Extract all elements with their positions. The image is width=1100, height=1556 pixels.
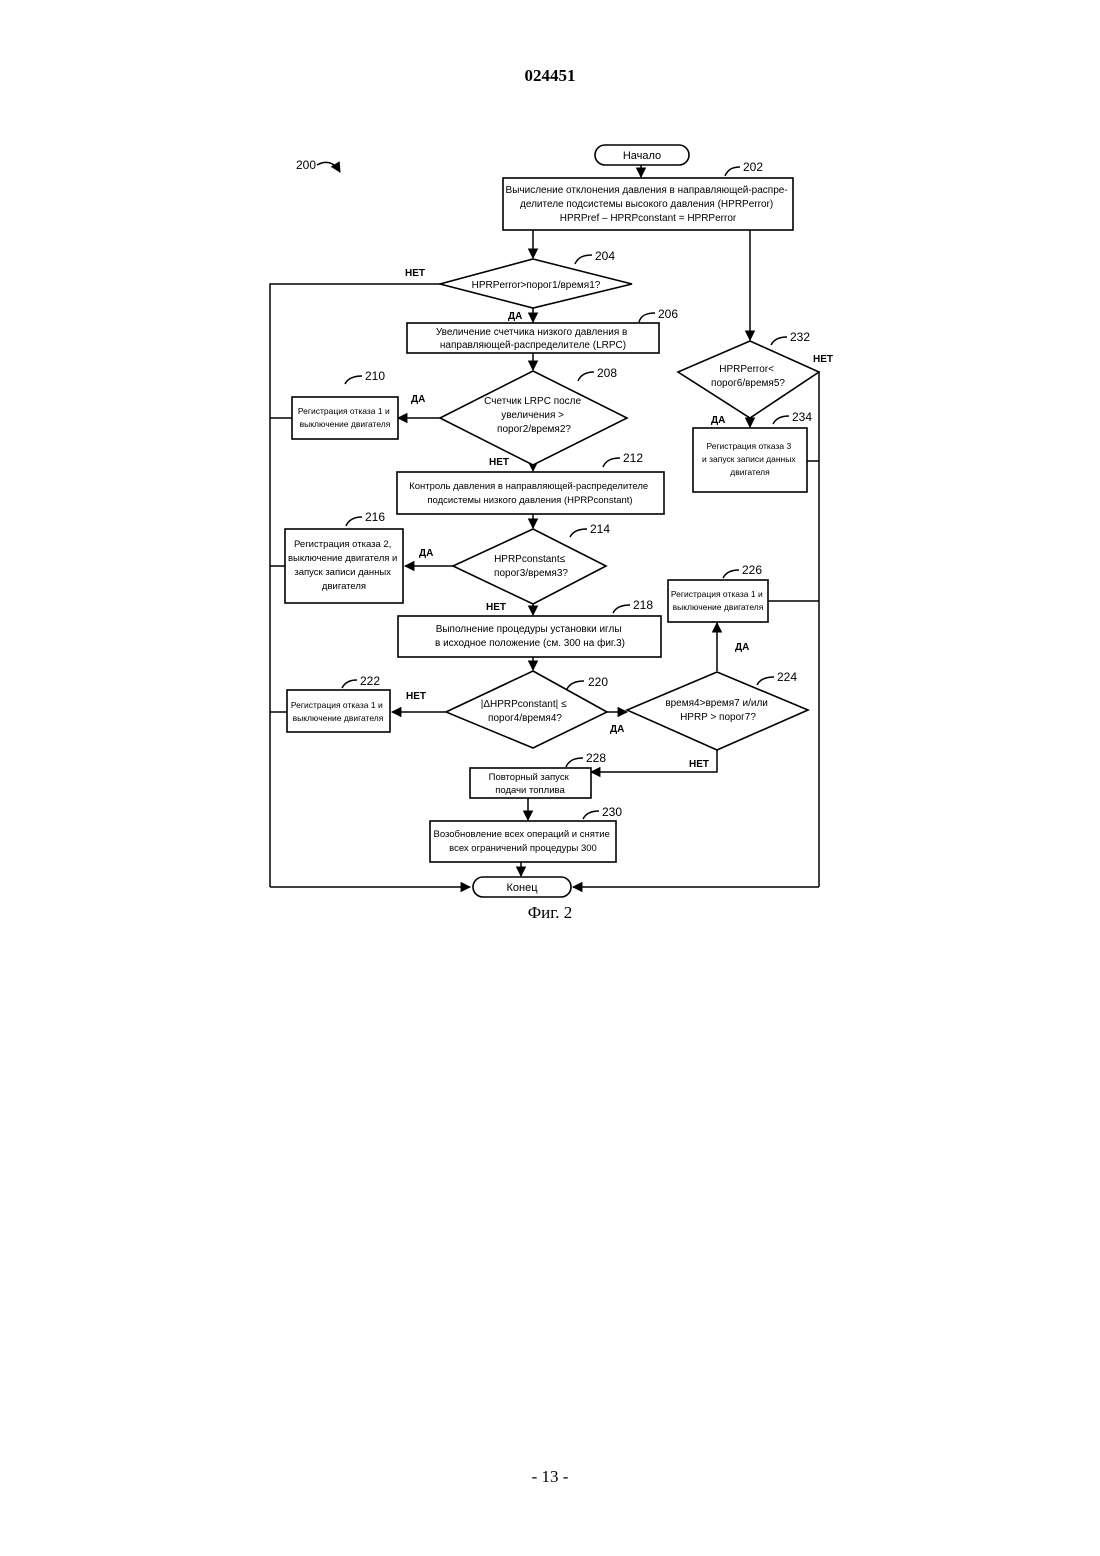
- ref-224: 224: [777, 670, 797, 684]
- process-202: Вычисление отклонения давления в направл…: [503, 178, 793, 230]
- ref-226: 226: [742, 563, 762, 577]
- ref-204: 204: [595, 249, 615, 263]
- figure-caption: Фиг. 2: [0, 903, 1100, 923]
- label-224-no: НЕТ: [689, 759, 709, 770]
- label-220-yes: ДА: [610, 724, 624, 735]
- label-214-no: НЕТ: [486, 602, 506, 613]
- ref-218: 218: [633, 598, 653, 612]
- label-232-no: НЕТ: [813, 354, 833, 365]
- ref-206: 206: [658, 307, 678, 321]
- process-218: Выполнение процедуры установки иглы в ис…: [398, 616, 661, 657]
- end-label: Конец: [506, 882, 538, 894]
- ref-210: 210: [365, 369, 385, 383]
- ref-212: 212: [623, 451, 643, 465]
- ref-200-label: 200: [296, 158, 316, 172]
- ref-234: 234: [792, 410, 812, 424]
- label-204-yes: ДА: [508, 311, 522, 322]
- ref-222: 222: [360, 674, 380, 688]
- ref-220: 220: [588, 675, 608, 689]
- process-226: Регистрация отказа 1 и выключение двигат…: [668, 580, 768, 622]
- ref-216: 216: [365, 510, 385, 524]
- process-230: Возобновление всех операций и снятие все…: [430, 821, 616, 862]
- end-terminal: Конец: [473, 877, 571, 897]
- label-204-no: НЕТ: [405, 268, 425, 279]
- figure-ref-200: 200: [296, 158, 340, 172]
- page-footer: - 13 -: [0, 1467, 1100, 1487]
- process-210: Регистрация отказа 1 и выключение двигат…: [292, 397, 398, 439]
- label-214-yes: ДА: [419, 548, 433, 559]
- label-224-yes: ДА: [735, 642, 749, 653]
- process-234: Регистрация отказа 3 и запуск записи дан…: [693, 428, 807, 492]
- label-220-no: НЕТ: [406, 691, 426, 702]
- ref-232: 232: [790, 330, 810, 344]
- label-232-yes: ДА: [711, 415, 725, 426]
- ref-228: 228: [586, 751, 606, 765]
- decision-220: |ΔHPRPconstant| ≤ порог4/время4?: [446, 671, 607, 748]
- start-label: Начало: [623, 150, 661, 162]
- process-206: Увеличение счетчика низкого давления в н…: [407, 323, 659, 353]
- ref-230: 230: [602, 805, 622, 819]
- process-216: Регистрация отказа 2, выключение двигате…: [285, 529, 403, 603]
- decision-204-text: HPRPerror>порог1/время1?: [472, 280, 601, 291]
- decision-232: HPRPerror< порог6/время5?: [678, 341, 819, 418]
- process-212: Контроль давления в направляющей-распред…: [397, 472, 664, 514]
- flowchart: 200 Начало Конец Вычисление отклонения д…: [0, 0, 1100, 920]
- decision-204: HPRPerror>порог1/время1?: [440, 259, 632, 308]
- ref-214: 214: [590, 522, 610, 536]
- decision-208: Счетчик LRPC после увеличения > порог2/в…: [440, 371, 627, 465]
- ref-208: 208: [597, 366, 617, 380]
- process-222: Регистрация отказа 1 и выключение двигат…: [287, 690, 390, 732]
- label-208-yes: ДА: [411, 394, 425, 405]
- ref-200-arrow: [317, 162, 340, 172]
- decision-214: HPRPconstant≤ порог3/время3?: [453, 529, 606, 604]
- start-terminal: Начало: [595, 145, 689, 165]
- ref-202: 202: [743, 160, 763, 174]
- label-208-no: НЕТ: [489, 457, 509, 468]
- process-228: Повторный запуск подачи топлива: [470, 768, 591, 798]
